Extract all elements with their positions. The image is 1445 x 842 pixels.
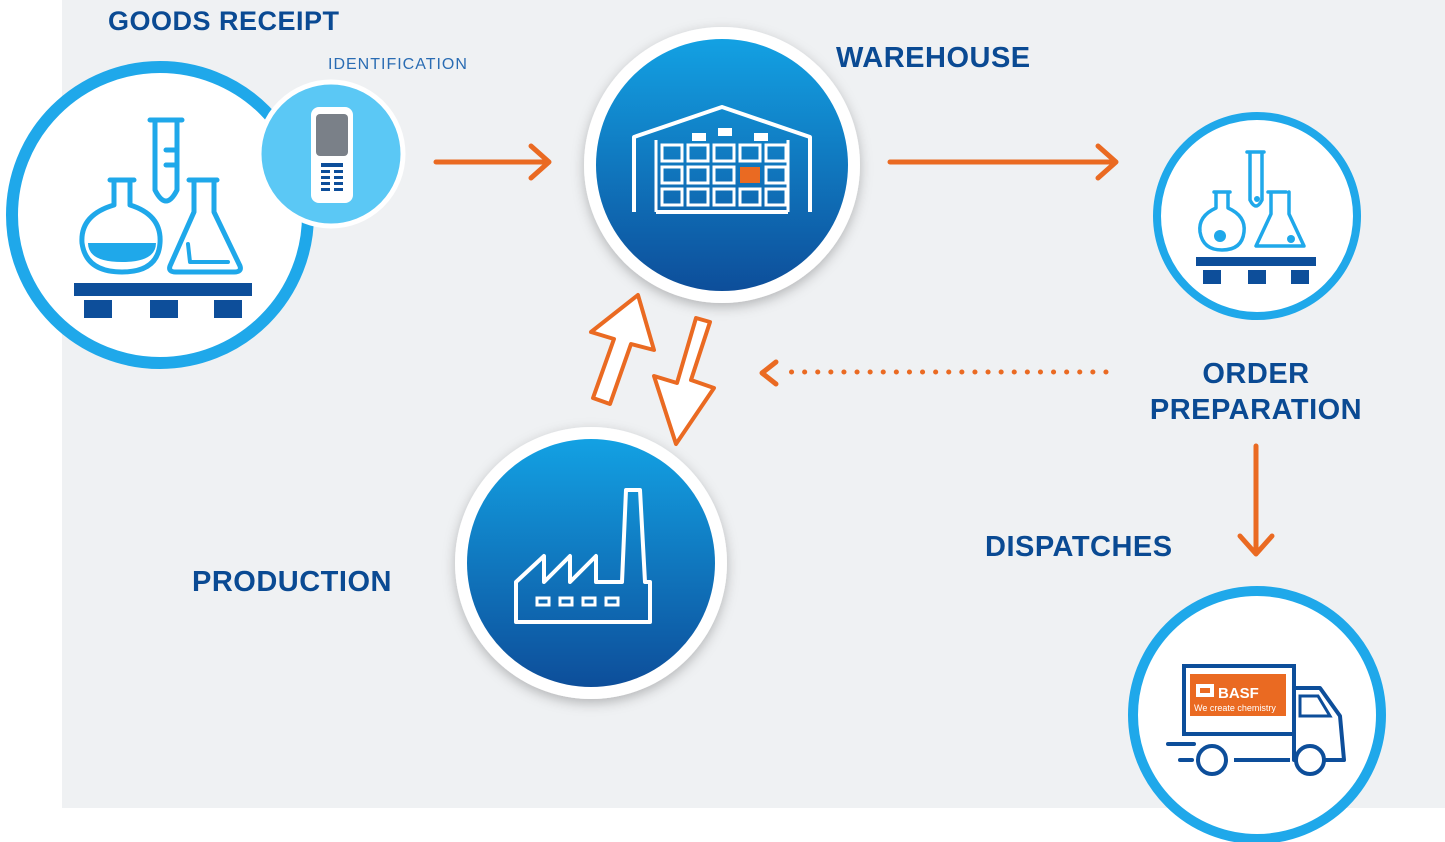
- truck-brand-name: BASF: [1218, 685, 1259, 702]
- pallet-icon: [1196, 257, 1316, 284]
- flask-bubble: [1287, 235, 1295, 243]
- dispatches-label: DISPATCHES: [985, 531, 1173, 563]
- flow-arrow-warehouse-to-order: [887, 143, 1119, 181]
- lab-flasks-icon: [79, 117, 243, 275]
- identification-label: IDENTIFICATION: [328, 56, 468, 73]
- goods-receipt-label: GOODS RECEIPT: [108, 6, 340, 36]
- goods-receipt-node: [6, 61, 314, 369]
- dispatch-node: [1128, 586, 1386, 842]
- pallet-icon: [74, 283, 252, 318]
- production-label: PRODUCTION: [192, 566, 392, 598]
- flask-liquid: [88, 243, 156, 262]
- warehouse-icon: [632, 105, 812, 214]
- production-node: [455, 427, 727, 699]
- tube-bubble: [1254, 196, 1260, 202]
- handheld-scanner-icon: [311, 107, 353, 203]
- order-preparation-node: [1153, 112, 1361, 320]
- warehouse-label: WAREHOUSE: [836, 42, 1031, 74]
- production-to-warehouse-arrow: [589, 293, 656, 406]
- warehouse-to-production-arrow: [652, 316, 716, 446]
- truck-brand-slogan: We create chemistry: [1194, 703, 1276, 713]
- order-preparation-label-line2: PREPARATION: [1149, 394, 1363, 426]
- dotted-return-arrow: [759, 359, 1109, 387]
- warehouse-node: [584, 27, 860, 303]
- flask-bubble: [1214, 230, 1226, 242]
- flow-arrow-receipt-to-warehouse: [433, 143, 552, 181]
- factory-icon: [514, 488, 652, 624]
- delivery-truck-icon: [1166, 664, 1346, 776]
- identification-node: [256, 79, 406, 229]
- flow-arrow-order-to-dispatch: [1237, 443, 1275, 557]
- lab-flasks-icon: [1198, 150, 1306, 252]
- order-preparation-label-line1: ORDER: [1202, 358, 1310, 390]
- factory-windows: [535, 596, 620, 607]
- order-preparation-label: ORDER PREPARATION: [1138, 356, 1374, 428]
